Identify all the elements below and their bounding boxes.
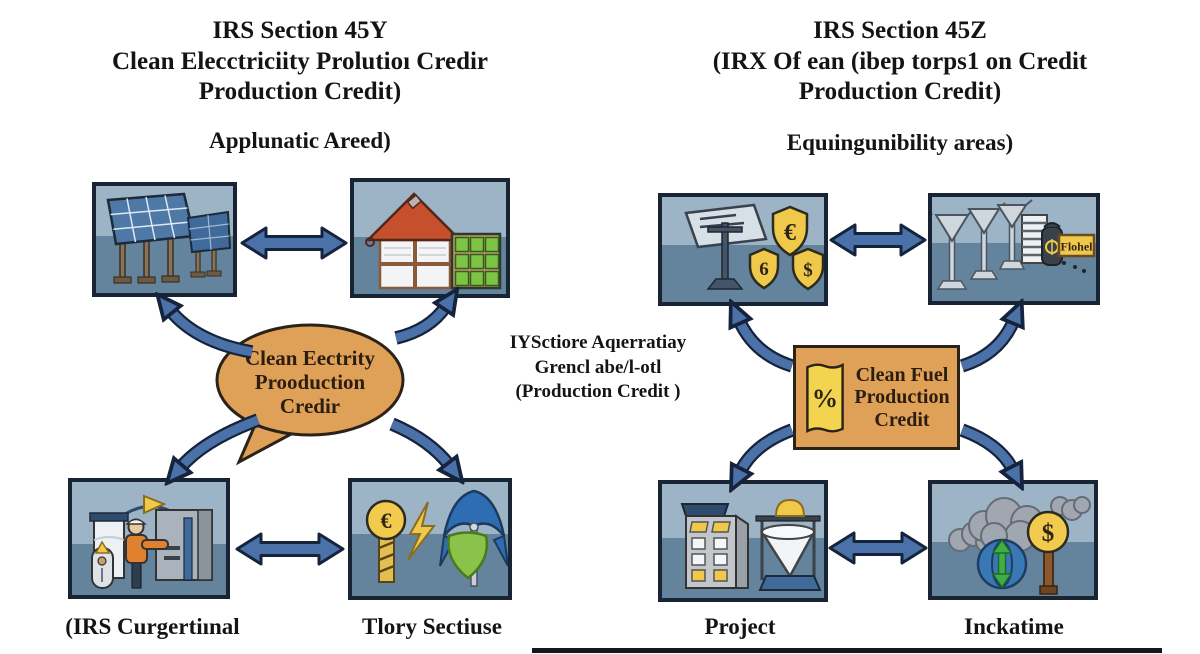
label-left-bottom-left: (IRS Curgertiınal — [65, 614, 240, 639]
box-line3: Credit — [874, 408, 930, 431]
sign-currency-shields-illustration: € 6 $ — [658, 193, 828, 306]
house-green-panel-illustration — [350, 178, 510, 298]
bubble-line1: Clean Eectrity — [245, 346, 376, 370]
double-arrow-left-top — [240, 226, 348, 260]
double-arrow-left-bottom — [235, 532, 345, 566]
right-title-line2: (IRX Of ean (ibep torps1 on Credit — [712, 47, 1088, 75]
solar-panels-icon — [96, 186, 233, 293]
clean-fuel-box-text: Clean Fuel Production Credit — [854, 364, 949, 431]
worker-figure — [125, 518, 169, 589]
house-icon — [354, 182, 506, 294]
left-subtitle: Applunatic Areed) — [209, 128, 391, 153]
worker-facility-illustration — [68, 478, 230, 599]
label-right-bottom-right: Inckatime — [964, 614, 1064, 639]
left-title-line1: IRS Section 45Y — [212, 17, 388, 44]
right-title-line1: IRS Section 45Z — [813, 17, 987, 44]
green-shield-icon — [447, 531, 489, 580]
label-right-bottom-left: Project — [704, 614, 776, 639]
middle-note-line2: Grencl abe/l-otl — [534, 356, 662, 378]
bubble-line2: Prooduction — [255, 370, 366, 394]
speech-bubble-icon: Clean Eectrity Prooduction Credir — [215, 323, 405, 466]
turbines-fuel-illustration: Flohel — [928, 193, 1100, 305]
shield-six-symbol: 6 — [759, 259, 769, 280]
middle-note-line1: IYSctiore Aqıerratiay — [509, 332, 687, 353]
goblet-turbines-icon — [932, 199, 1033, 290]
right-title: IRS Section 45Z (IRX Of ean (ibep torps1… — [640, 16, 1160, 108]
turbines-fuel-icon: Flohel — [932, 197, 1096, 301]
office-building-icon — [680, 503, 749, 589]
coin-shield-turbine-illustration: € — [348, 478, 512, 600]
sign-shields-icon: € 6 $ — [662, 197, 824, 302]
clouds-globe-dollar-illustration: $ — [928, 480, 1098, 600]
funnel-icon — [755, 498, 822, 591]
percent-page-icon: % — [806, 362, 845, 433]
left-title: IRS Section 45Y Clean Elecctriciity Prol… — [40, 16, 560, 108]
euro-coin-post-icon: € — [365, 499, 407, 583]
globe-arrows-icon — [976, 538, 1028, 590]
middle-note: IYSctiore Aqıerratiay Grencl abe/l-otl (… — [468, 331, 728, 405]
percent-symbol: % — [812, 382, 838, 412]
solar-panels-illustration — [92, 182, 237, 297]
building-funnel-icon — [662, 484, 824, 598]
play-triangle-icon — [143, 494, 167, 515]
tilted-sign-icon — [684, 203, 768, 290]
lightning-icon — [407, 501, 437, 561]
left-title-line2: Clean Elecctriciity Prolutioı Credir — [111, 47, 489, 75]
shield-euro-symbol: € — [784, 220, 796, 246]
fuel-sign: Flohel — [1057, 233, 1096, 258]
coin-shield-turbine-icon: € — [352, 482, 508, 596]
curved-arrow-right-br — [959, 423, 1013, 470]
box-line1: Clean Fuel — [855, 363, 949, 386]
small-figure — [91, 540, 114, 589]
left-title-line3: Production Credit) — [198, 78, 402, 105]
bottom-rule — [532, 648, 1162, 653]
dollar-symbol: $ — [1042, 520, 1055, 547]
middle-note-line3: (Production Credit ) — [515, 381, 681, 403]
bubble-line3: Credir — [280, 394, 340, 418]
worker-facility-icon — [72, 482, 226, 595]
curved-arrow-right-tr — [959, 320, 1014, 373]
label-left-bottom-right: Tlory Sectiuse — [362, 614, 502, 639]
euro-symbol: € — [381, 508, 392, 533]
fuel-sign-label: Flohel — [1061, 240, 1094, 254]
clean-fuel-credit-box: % Clean Fuel Production Credit — [793, 345, 960, 450]
dollar-coin-post-icon: $ — [1026, 510, 1070, 595]
clean-electricity-bubble: Clean Eectrity Prooduction Credir — [205, 320, 415, 470]
green-grid-panel — [450, 232, 502, 290]
shield-dollar-symbol: $ — [803, 260, 813, 281]
double-arrow-right-bottom — [828, 531, 928, 565]
clouds-globe-icon: $ — [932, 484, 1094, 596]
right-subtitle: Equıingunibility areas) — [786, 130, 1014, 155]
curved-arrow-right-tl — [739, 320, 795, 373]
currency-shields-icon: € 6 $ — [748, 205, 824, 291]
building-funnel-illustration — [658, 480, 828, 602]
right-title-line3: Production Credit) — [798, 78, 1002, 105]
box-line2: Production — [854, 386, 950, 409]
curved-arrow-right-bl — [740, 423, 795, 472]
double-arrow-right-top — [829, 223, 927, 257]
